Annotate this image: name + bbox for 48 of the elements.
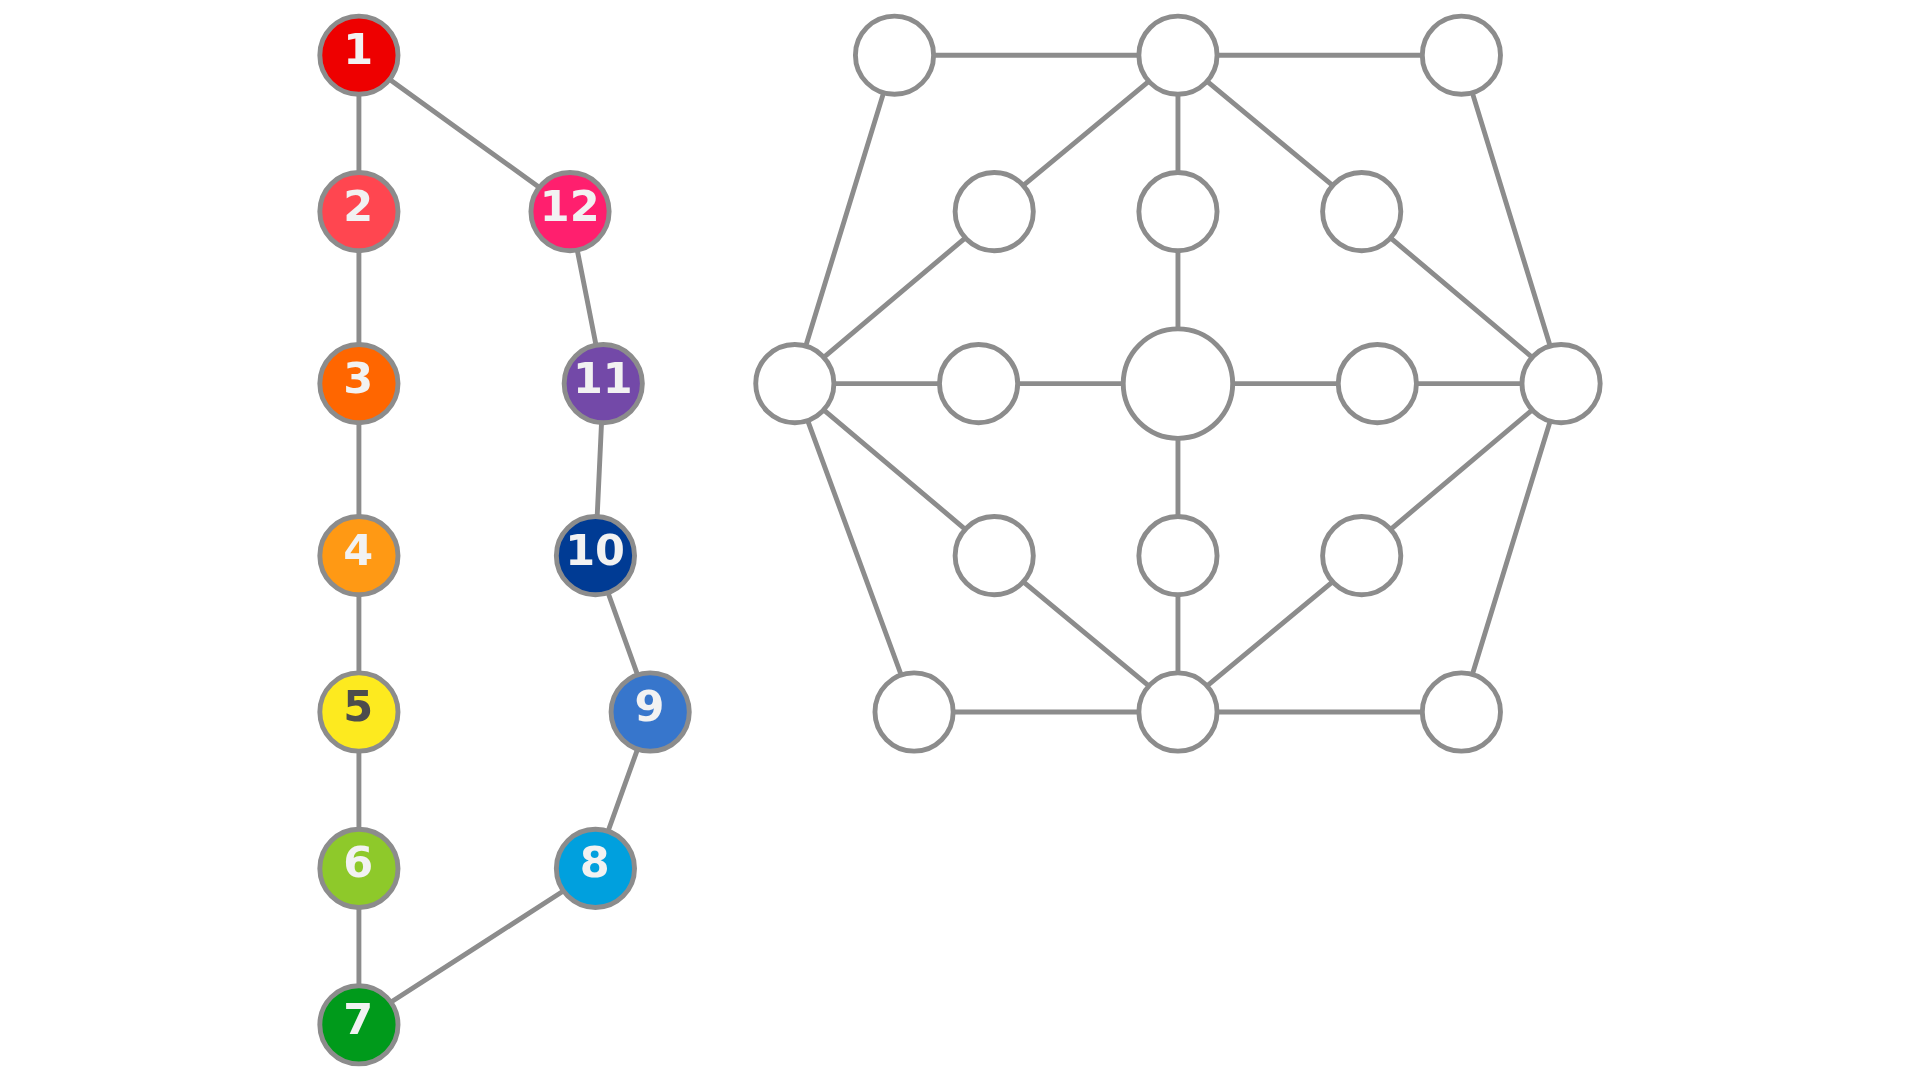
connector [1175,595,1181,673]
node-circle: 1 [317,13,401,97]
connector [1389,236,1534,359]
node-circle: 2 [317,170,401,254]
node-circle [1419,670,1503,754]
connector [822,236,967,359]
node-circle [1120,326,1236,441]
node-circle: 11 [561,342,645,426]
connector [953,709,1139,715]
connector [356,908,362,986]
node-circle: 6 [317,826,401,910]
node-circle: 9 [608,670,692,754]
node-circle [1419,13,1503,97]
node-circle [852,13,937,97]
connector [1022,79,1150,188]
connector [605,592,640,676]
node-circle [1335,342,1419,426]
node-circle [1320,170,1404,254]
node-circle [1320,514,1404,598]
node-circle [1136,514,1220,598]
node-circle [753,342,837,426]
node-circle: 4 [317,514,401,598]
connector [390,889,564,1004]
connector [1389,408,1534,531]
node-circle: 5 [317,670,401,754]
node-circle: 12 [528,170,612,254]
connector [805,420,904,676]
connector [1233,381,1338,387]
node-circle [937,342,1021,426]
connector [1205,79,1334,188]
node-circle: 8 [553,826,637,910]
connector [822,408,967,531]
node-circle [1136,670,1220,754]
connector [356,595,362,673]
node-circle [952,170,1036,254]
connector [356,422,362,517]
node-circle [1136,13,1220,97]
node-circle [1136,170,1220,254]
node-circle [1519,342,1603,426]
node-circle: 10 [553,514,637,598]
connector [1205,580,1334,688]
node-circle: 3 [317,342,401,426]
connector [594,422,604,517]
node-circle [952,514,1036,598]
connector [388,77,541,190]
connector [1022,580,1151,688]
node-circle: 7 [317,983,401,1067]
node-circle [872,670,956,754]
